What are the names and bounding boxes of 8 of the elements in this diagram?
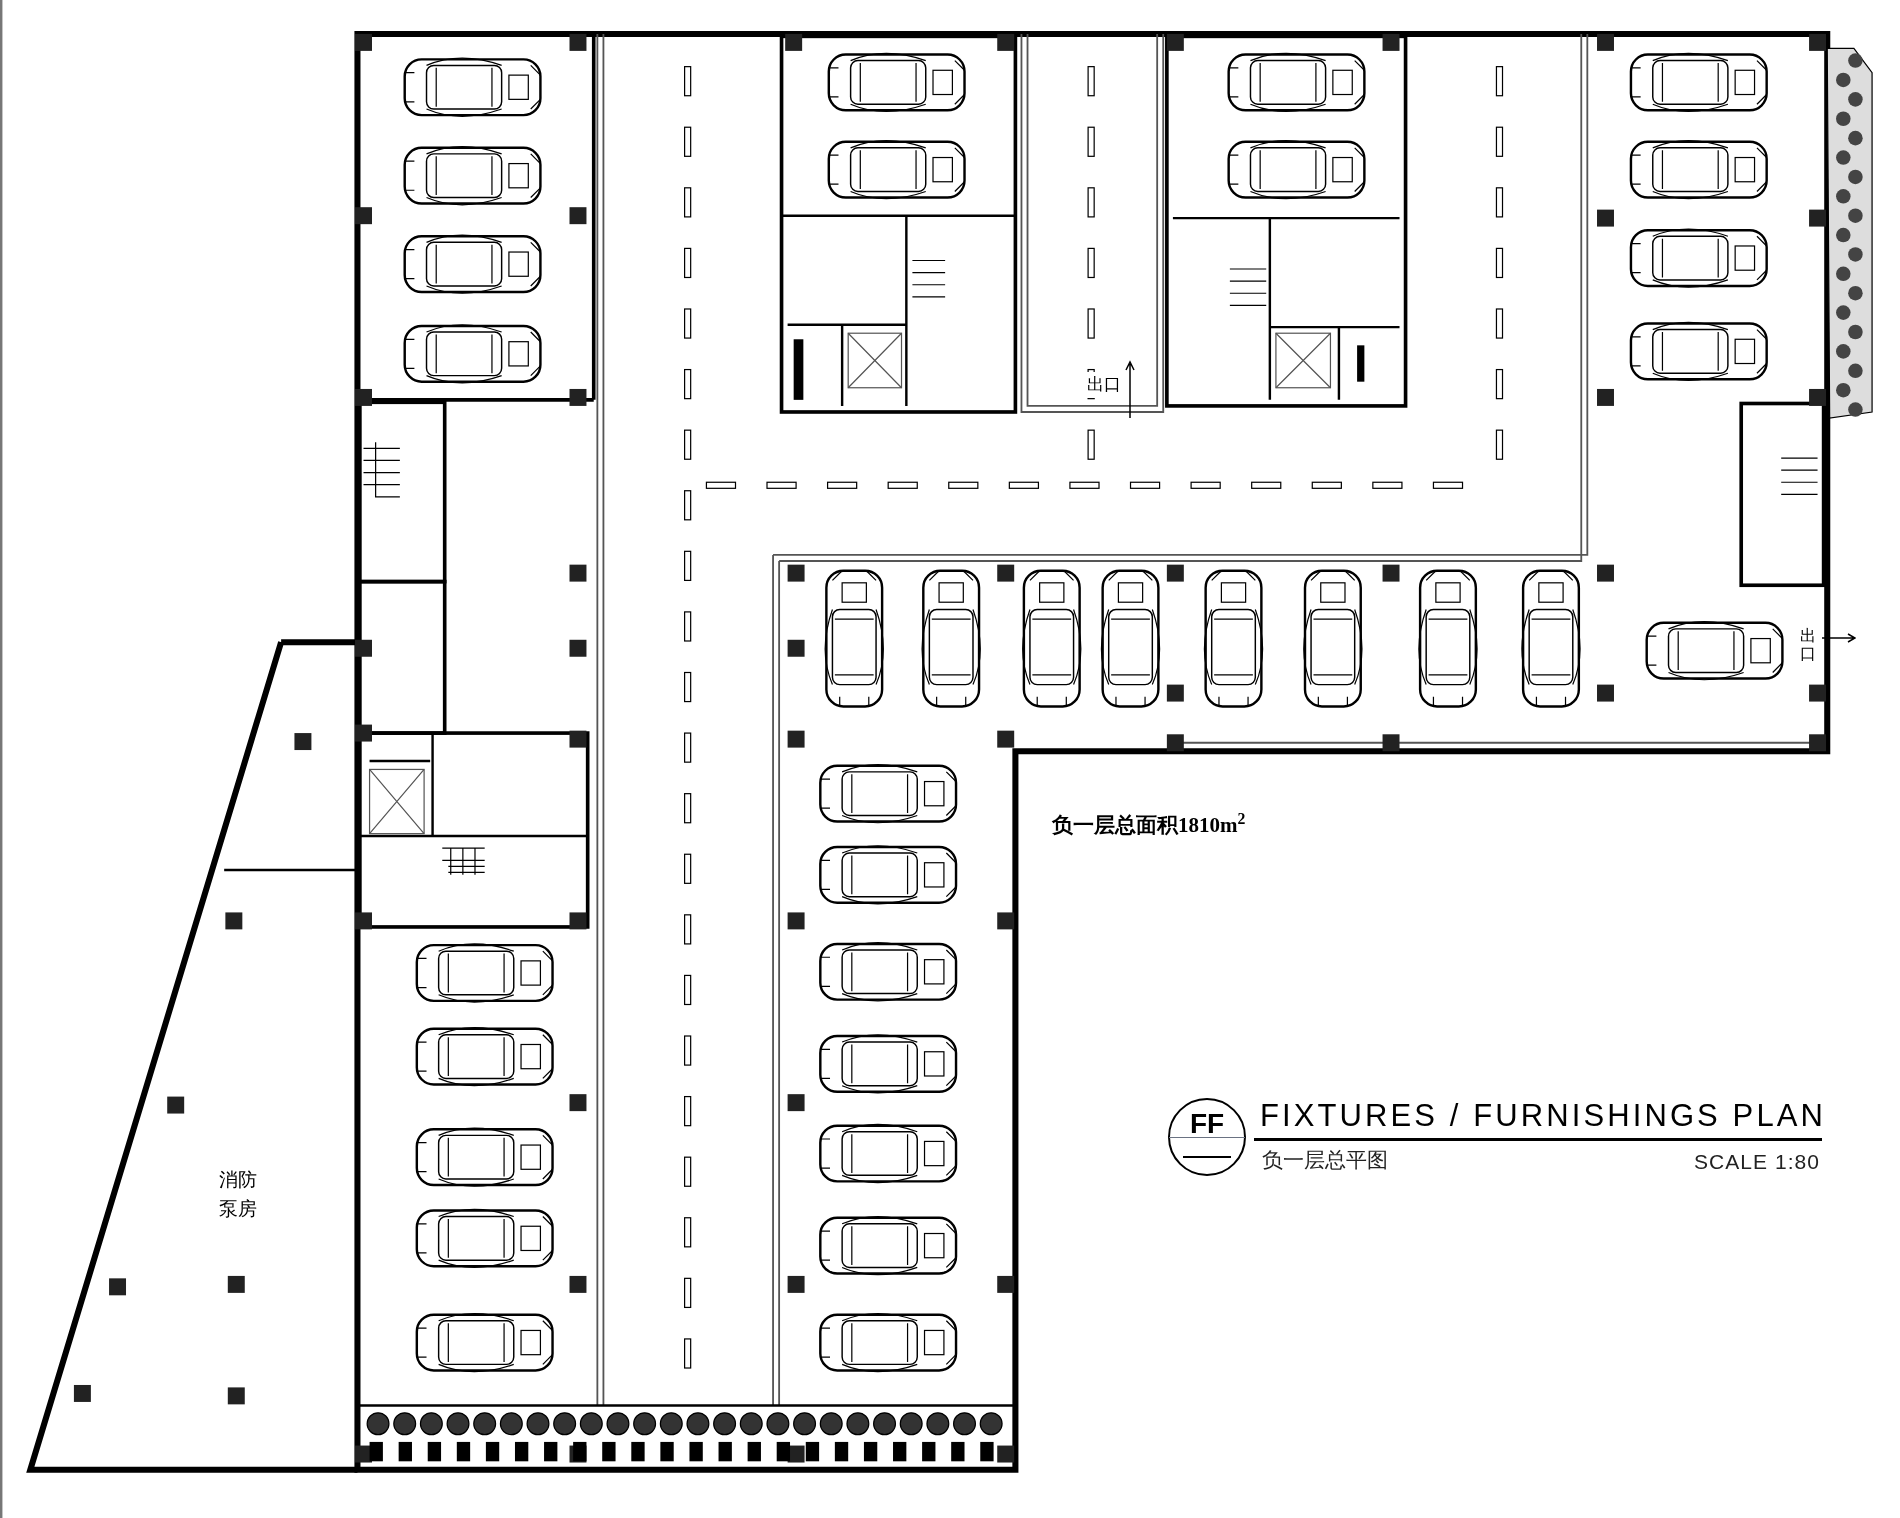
area-note: 负一层总面积1810m$^{2}$ bbox=[1052, 810, 1246, 839]
symbol-label: FF bbox=[1189, 1110, 1225, 1138]
drawing-title: FIXTURES / FURNISHINGS PLAN bbox=[1260, 1100, 1826, 1131]
exit-label: 出口 bbox=[1086, 372, 1122, 398]
drawing-subtitle: 负一层总平图 bbox=[1262, 1147, 1388, 1174]
room-label: 消防泵房 bbox=[219, 1167, 258, 1221]
scale-note: SCALE 1:80 bbox=[1693, 1149, 1820, 1175]
exit-label: 出口 bbox=[1800, 627, 1816, 663]
